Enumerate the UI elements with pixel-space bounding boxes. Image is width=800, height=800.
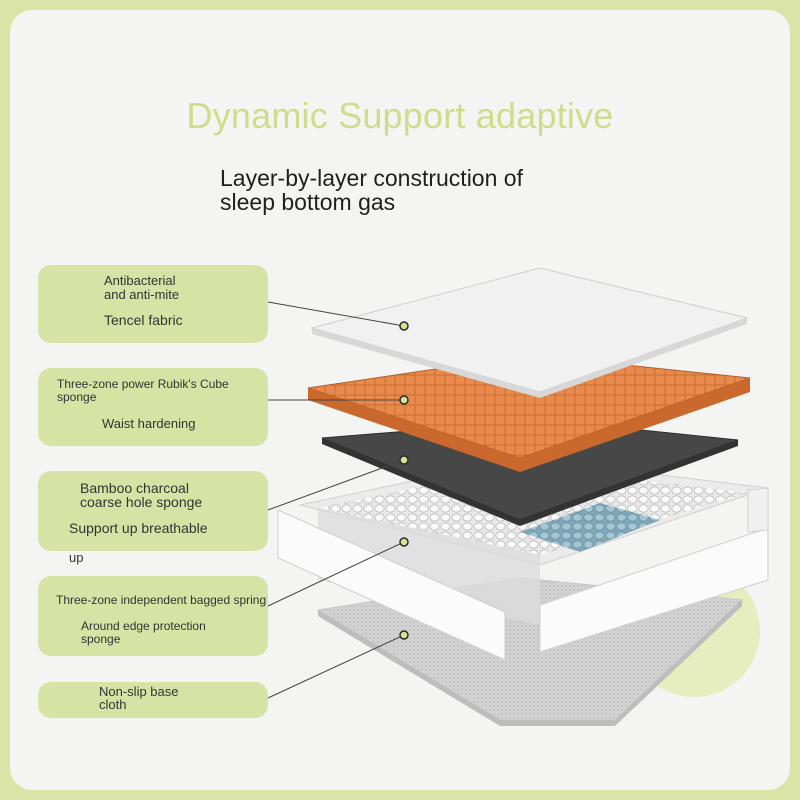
callout-dot	[399, 455, 409, 465]
leader-line	[267, 459, 405, 511]
label-tencel-fabric: Antibacterial and anti-mite Tencel fabri…	[38, 265, 268, 343]
label-line: Around edge protection	[81, 619, 206, 633]
label-line: Waist hardening	[102, 416, 196, 431]
leader-line	[267, 634, 405, 699]
label-line: cloth	[99, 697, 127, 712]
label-line: Antibacterial	[104, 273, 176, 288]
callout-dot	[399, 321, 409, 331]
label-overflow-text: up	[69, 550, 84, 565]
label-line: coarse hole sponge	[80, 494, 203, 510]
label-line: Support up breathable	[69, 520, 208, 536]
leader-line	[267, 301, 405, 327]
label-line: Three-zone independent bagged spring	[56, 593, 267, 607]
label-line: sponge	[57, 390, 97, 404]
label-line: Bamboo charcoal	[80, 480, 189, 496]
page-title: Dynamic Support adaptive	[186, 95, 614, 136]
label-base-cloth: Non-slip base cloth	[38, 682, 268, 718]
subtitle-line-1: Layer-by-layer construction of	[220, 165, 523, 191]
label-line: sponge	[81, 632, 121, 646]
label-line: Non-slip base	[99, 684, 179, 699]
label-rubik-sponge: Three-zone power Rubik's Cube sponge Wai…	[38, 368, 268, 446]
label-bagged-spring: Three-zone independent bagged spring Aro…	[38, 576, 268, 656]
label-line: Three-zone power Rubik's Cube	[57, 377, 229, 391]
callout-dot	[399, 630, 409, 640]
callout-dot	[399, 395, 409, 405]
page-subtitle: Layer-by-layer construction of sleep bot…	[220, 166, 580, 214]
label-line: Tencel fabric	[104, 312, 183, 328]
tencel-fabric-layer	[310, 267, 749, 398]
spring-frame-layer	[277, 457, 769, 661]
label-bamboo-charcoal: Bamboo charcoal coarse hole sponge Suppo…	[38, 471, 268, 551]
leader-line	[267, 541, 405, 607]
label-line: and anti-mite	[104, 287, 180, 302]
callout-dot	[399, 537, 409, 547]
subtitle-line-2: sleep bottom gas	[220, 189, 396, 215]
